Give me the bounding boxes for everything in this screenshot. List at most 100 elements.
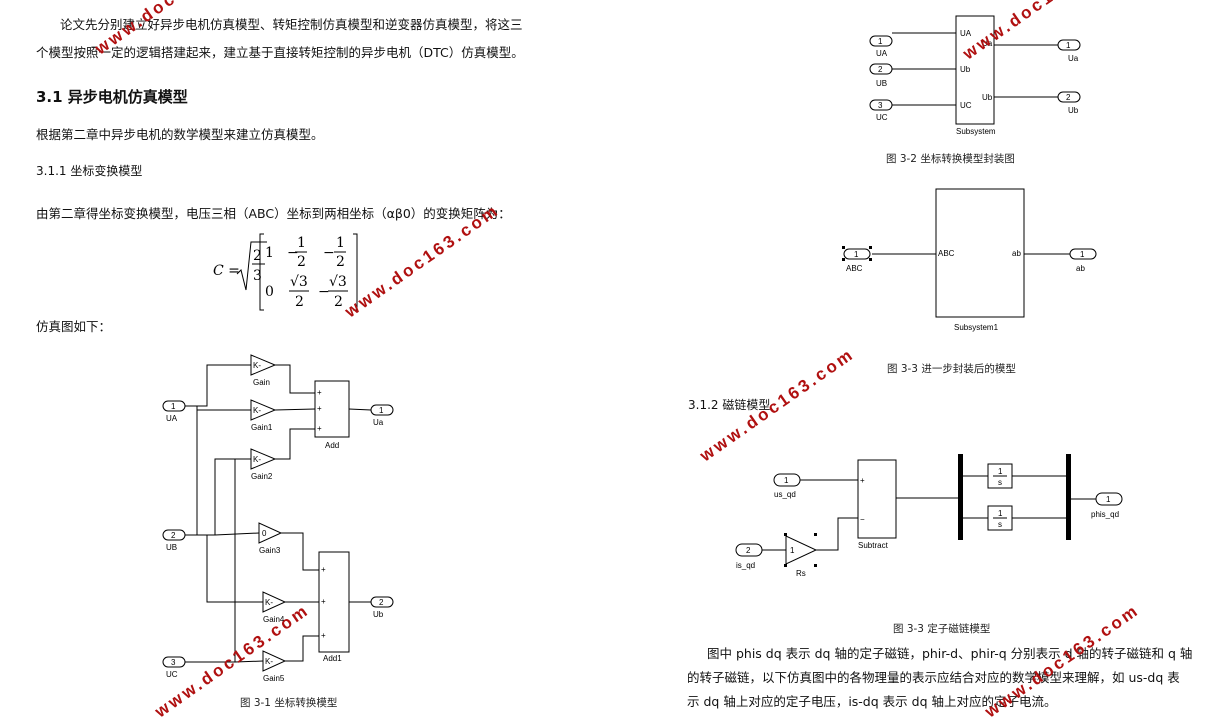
fig4-gain-rs: 1Rs	[784, 533, 818, 578]
svg-text:Gain3: Gain3	[259, 546, 281, 555]
m23-num: √3	[329, 274, 347, 290]
svg-text:−: −	[860, 515, 865, 524]
para-line-3: 示 dq 轴上对应的定子电压，is-dq 表示 dq 轴上对应的定子电流。	[687, 694, 1057, 709]
fig2-inport-ua: 1UA	[869, 35, 893, 58]
section-text: 根据第二章中异步电机的数学模型来建立仿真模型。	[36, 127, 324, 142]
m12-den: 2	[297, 254, 306, 270]
formula-sqrt-num: 2	[253, 248, 262, 264]
fig4-diagram: 1 us_qd 2 is_qd 1Rs + − Subtract 1s 1s 1 phis…	[735, 454, 1123, 578]
intro-line-1: 论文先分别建立好异步电机仿真模型、转矩控制仿真模型和逆变器仿真模型，将这三	[60, 17, 523, 32]
fig1-diagram: 1UA 2UB 3UC K-Gain K-Gain1 K-Gain2 0Gain…	[162, 354, 394, 683]
svg-text:2: 2	[379, 598, 384, 607]
svg-text:1: 1	[379, 406, 384, 415]
svg-text:Add1: Add1	[323, 654, 342, 663]
svg-text:Ua: Ua	[373, 418, 384, 427]
svg-text:Rs: Rs	[796, 569, 806, 578]
svg-text:2: 2	[746, 546, 751, 555]
fig3-caption: 图 3-3 进一步封装后的模型	[887, 363, 1016, 375]
add-block: +++Add	[314, 380, 350, 450]
svg-text:−: −	[323, 245, 335, 261]
svg-text:ABC: ABC	[938, 249, 955, 258]
para-line-2: 的转子磁链，以下仿真图中的各物理量的表示应结合对应的数学模型来理解，如 us-d…	[687, 670, 1180, 685]
svg-text:+: +	[321, 565, 326, 574]
svg-text:Gain1: Gain1	[251, 423, 273, 432]
m23-den: 2	[334, 294, 343, 310]
inport-uc: 3UC	[162, 656, 186, 679]
fig2-caption: 图 3-2 坐标转换模型封装图	[886, 153, 1015, 165]
formula-lhs: C =	[213, 263, 240, 279]
fig4-mux	[1066, 454, 1071, 540]
svg-text:1: 1	[1080, 250, 1085, 259]
svg-text:+: +	[321, 631, 326, 640]
svg-text:us_qd: us_qd	[774, 490, 796, 499]
svg-text:+: +	[317, 424, 322, 433]
svg-text:Ub: Ub	[1068, 106, 1079, 115]
svg-text:+: +	[860, 476, 865, 485]
fig4-subtract: + − Subtract	[857, 459, 897, 550]
svg-text:+: +	[317, 404, 322, 413]
svg-text:2: 2	[1066, 93, 1071, 102]
svg-text:K-: K-	[253, 455, 261, 464]
svg-text:Ua: Ua	[982, 39, 993, 48]
fig4-integrator-1: 1s	[987, 463, 1013, 489]
fig3-outport-ab: 1 ab	[1069, 248, 1097, 273]
svg-text:Ub: Ub	[960, 65, 971, 74]
fig2-inport-ub: 2UB	[869, 63, 893, 88]
fig2-outport-ua: 1Ua	[1057, 39, 1081, 63]
svg-text:ab: ab	[1012, 249, 1021, 258]
svg-text:1: 1	[998, 467, 1003, 476]
m13-num: 1	[336, 235, 345, 251]
m22-num: √3	[290, 274, 308, 290]
svg-text:Subsystem: Subsystem	[956, 127, 996, 136]
svg-text:UC: UC	[960, 101, 972, 110]
svg-text:UA: UA	[876, 49, 888, 58]
outport-ub: 2Ub	[370, 596, 394, 619]
svg-text:1: 1	[854, 250, 859, 259]
fig2-outport-ub: 2Ub	[1057, 91, 1081, 115]
svg-text:1: 1	[878, 37, 883, 46]
svg-text:UA: UA	[166, 414, 178, 423]
svg-text:ab: ab	[1076, 264, 1085, 273]
svg-text:2: 2	[878, 65, 883, 74]
fig1-caption: 图 3-1 坐标转换模型	[240, 697, 338, 709]
m12-num: 1	[297, 235, 306, 251]
svg-text:−: −	[318, 284, 330, 300]
m11: 1	[265, 245, 274, 261]
fig4-demux	[958, 454, 963, 540]
gain1-block: K- Gain1	[250, 399, 277, 432]
m22-den: 2	[295, 294, 304, 310]
svg-text:0: 0	[262, 529, 267, 538]
svg-text:UC: UC	[876, 113, 888, 122]
svg-text:s: s	[998, 478, 1002, 487]
svg-text:Subsystem1: Subsystem1	[954, 323, 999, 332]
svg-text:Subtract: Subtract	[858, 541, 889, 550]
svg-text:2: 2	[171, 531, 176, 540]
fig2-diagram: 1UA 2UB 3UC UA Ub UC Ua Ub Subsystem 1Ua…	[869, 15, 1081, 136]
svg-text:1: 1	[998, 509, 1003, 518]
svg-text:UB: UB	[166, 543, 177, 552]
fig4-integrator-2: 1s	[987, 505, 1013, 531]
fig4-caption: 图 3-3 定子磁链模型	[893, 623, 991, 635]
svg-text:K-: K-	[265, 598, 273, 607]
fig2-subsystem: UA Ub UC Ua Ub Subsystem	[955, 15, 996, 136]
svg-text:K-: K-	[265, 657, 273, 666]
gain4-block: K-Gain4	[262, 591, 287, 624]
gain2-block: K- Gain2	[250, 448, 277, 481]
svg-text:is_qd: is_qd	[736, 561, 755, 570]
svg-text:UB: UB	[876, 79, 887, 88]
outport-ua: 1Ua	[370, 404, 394, 427]
svg-text:+: +	[321, 597, 326, 606]
intro-line-2: 个模型按照一定的逻辑搭建起来，建立基于直接转矩控制的异步电机（DTC）仿真模型。	[36, 45, 524, 60]
svg-text:Gain2: Gain2	[251, 472, 273, 481]
svg-text:UC: UC	[166, 670, 178, 679]
svg-text:K-: K-	[253, 406, 261, 415]
svg-text:Gain5: Gain5	[263, 674, 285, 683]
svg-text:Ua: Ua	[1068, 54, 1079, 63]
svg-text:phis_qd: phis_qd	[1091, 510, 1119, 519]
svg-text:3: 3	[878, 101, 883, 110]
fig2-inport-uc: 3UC	[869, 99, 893, 122]
formula-sqrt-den: 3	[253, 268, 262, 284]
fig3-subsystem1: ABC ab Subsystem1	[935, 188, 1025, 332]
